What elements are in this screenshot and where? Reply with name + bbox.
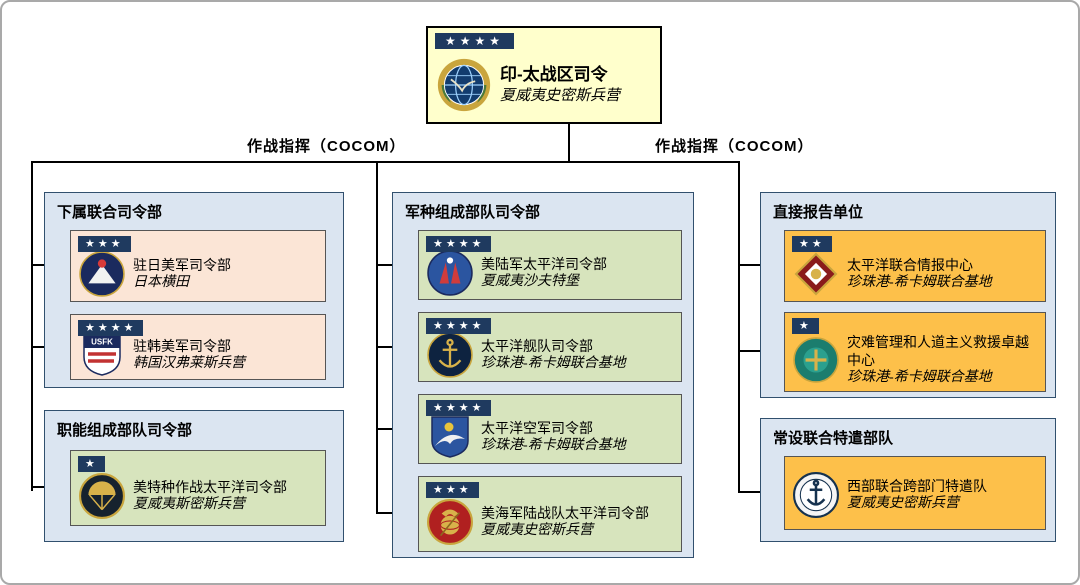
usfj-emblem [79,251,125,297]
indopacom-command-box: ★★★★ 印-太战区司令 夏威夷史密斯兵营 [426,26,662,124]
group-title: 常设联合特遣部队 [773,430,894,447]
unit-name: 美海军陆战队太平洋司令部 [481,505,649,521]
marforpac-emblem [427,499,473,545]
connector-mid-vertical [376,161,378,514]
group-title: 下属联合司令部 [57,204,163,221]
unit-location: 日本横田 [133,275,189,290]
usarpac-emblem [427,250,473,296]
unit-jiatf-west: 西部联合跨部门特遣队 夏威夷史密斯兵营 [784,456,1046,530]
connector-right-vertical [738,161,740,493]
command-location: 夏威夷史密斯兵营 [500,88,621,104]
group-title: 直接报告单位 [773,204,864,221]
pacaf-emblem [427,414,473,460]
rank-stars-banner: ★★ [792,236,832,252]
unit-usfj: ★★★ 驻日美军司令部 日本横田 [70,230,326,302]
unit-location: 珍珠港-希卡姆联合基地 [847,275,992,290]
rank-stars-banner: ★ [78,456,105,472]
unit-marforpac: ★★★ 美海军陆战队太平洋司令部 夏威夷史密斯兵营 [418,476,682,552]
connector-root-drop [568,124,570,162]
rank-stars-banner: ★★★ [426,482,479,498]
rank-stars-banner: ★★★★ [435,33,515,49]
pacflt-emblem [427,332,473,378]
unit-pacaf: ★★★★ 太平洋空军司令部 珍珠港-希卡姆联合基地 [418,394,682,464]
socpac-emblem [79,473,125,519]
rank-stars-banner: ★★★★ [426,236,492,252]
unit-name: 西部联合跨部门特遣队 [847,478,987,494]
group-title: 职能组成部队司令部 [57,422,193,439]
connector-left-vertical [31,161,33,491]
unit-location: 夏威夷史密斯兵营 [481,523,593,538]
unit-jioc-pacific: ★★ 太平洋联合情报中心 珍珠港-希卡姆联合基地 [784,230,1046,302]
jioc-emblem [793,251,839,297]
connector-main-horizontal [31,161,739,163]
cfedm-emblem [793,337,839,383]
unit-name: 太平洋舰队司令部 [481,338,593,354]
unit-location: 夏威夷沙夫特堡 [481,274,579,289]
unit-location: 夏威夷斯密斯兵营 [133,497,245,512]
unit-location: 珍珠港-希卡姆联合基地 [481,356,626,371]
unit-name: 灾难管理和人道主义救援卓越中心 [847,334,1029,368]
command-title: 印-太战区司令 [500,65,608,84]
cocom-label-right: 作战指挥（COCOM） [655,138,814,155]
unit-name: 美特种作战太平洋司令部 [133,479,287,495]
unit-location: 夏威夷史密斯兵营 [847,496,959,511]
unit-socpac: ★ 美特种作战太平洋司令部 夏威夷斯密斯兵营 [70,450,326,526]
svg-text:USFK: USFK [91,338,113,347]
unit-pacflt: ★★★★ 太平洋舰队司令部 珍珠港-希卡姆联合基地 [418,312,682,382]
unit-usarpac: ★★★★ 美陆军太平洋司令部 夏威夷沙夫特堡 [418,230,682,300]
unit-name: 美陆军太平洋司令部 [481,256,607,272]
jiatfw-emblem [793,472,839,518]
rank-stars-banner: ★★★ [78,236,131,252]
rank-stars-banner: ★★★★ [426,400,492,416]
unit-location: 韩国汉弗莱斯兵营 [133,356,245,371]
unit-location: 珍珠港-希卡姆联合基地 [847,370,992,385]
usfk-emblem: USFK [79,332,125,378]
indopacom-emblem [436,57,492,113]
unit-cfe-dm: ★ 灾难管理和人道主义救援卓越中心 珍珠港-希卡姆联合基地 [784,312,1046,392]
unit-location: 珍珠港-希卡姆联合基地 [481,438,626,453]
unit-usfk: ★★★★ USFK 驻韩美军司令部 韩国汉弗莱斯兵营 [70,314,326,380]
cocom-label-left: 作战指挥（COCOM） [247,138,406,155]
unit-name: 太平洋联合情报中心 [847,257,973,273]
rank-stars-banner: ★★★★ [426,318,492,334]
rank-stars-banner: ★ [792,318,819,334]
rank-stars-banner: ★★★★ [78,320,144,336]
unit-name: 驻日美军司令部 [133,257,231,273]
group-title: 军种组成部队司令部 [405,204,541,221]
unit-name: 驻韩美军司令部 [133,338,231,354]
unit-name: 太平洋空军司令部 [481,420,593,436]
